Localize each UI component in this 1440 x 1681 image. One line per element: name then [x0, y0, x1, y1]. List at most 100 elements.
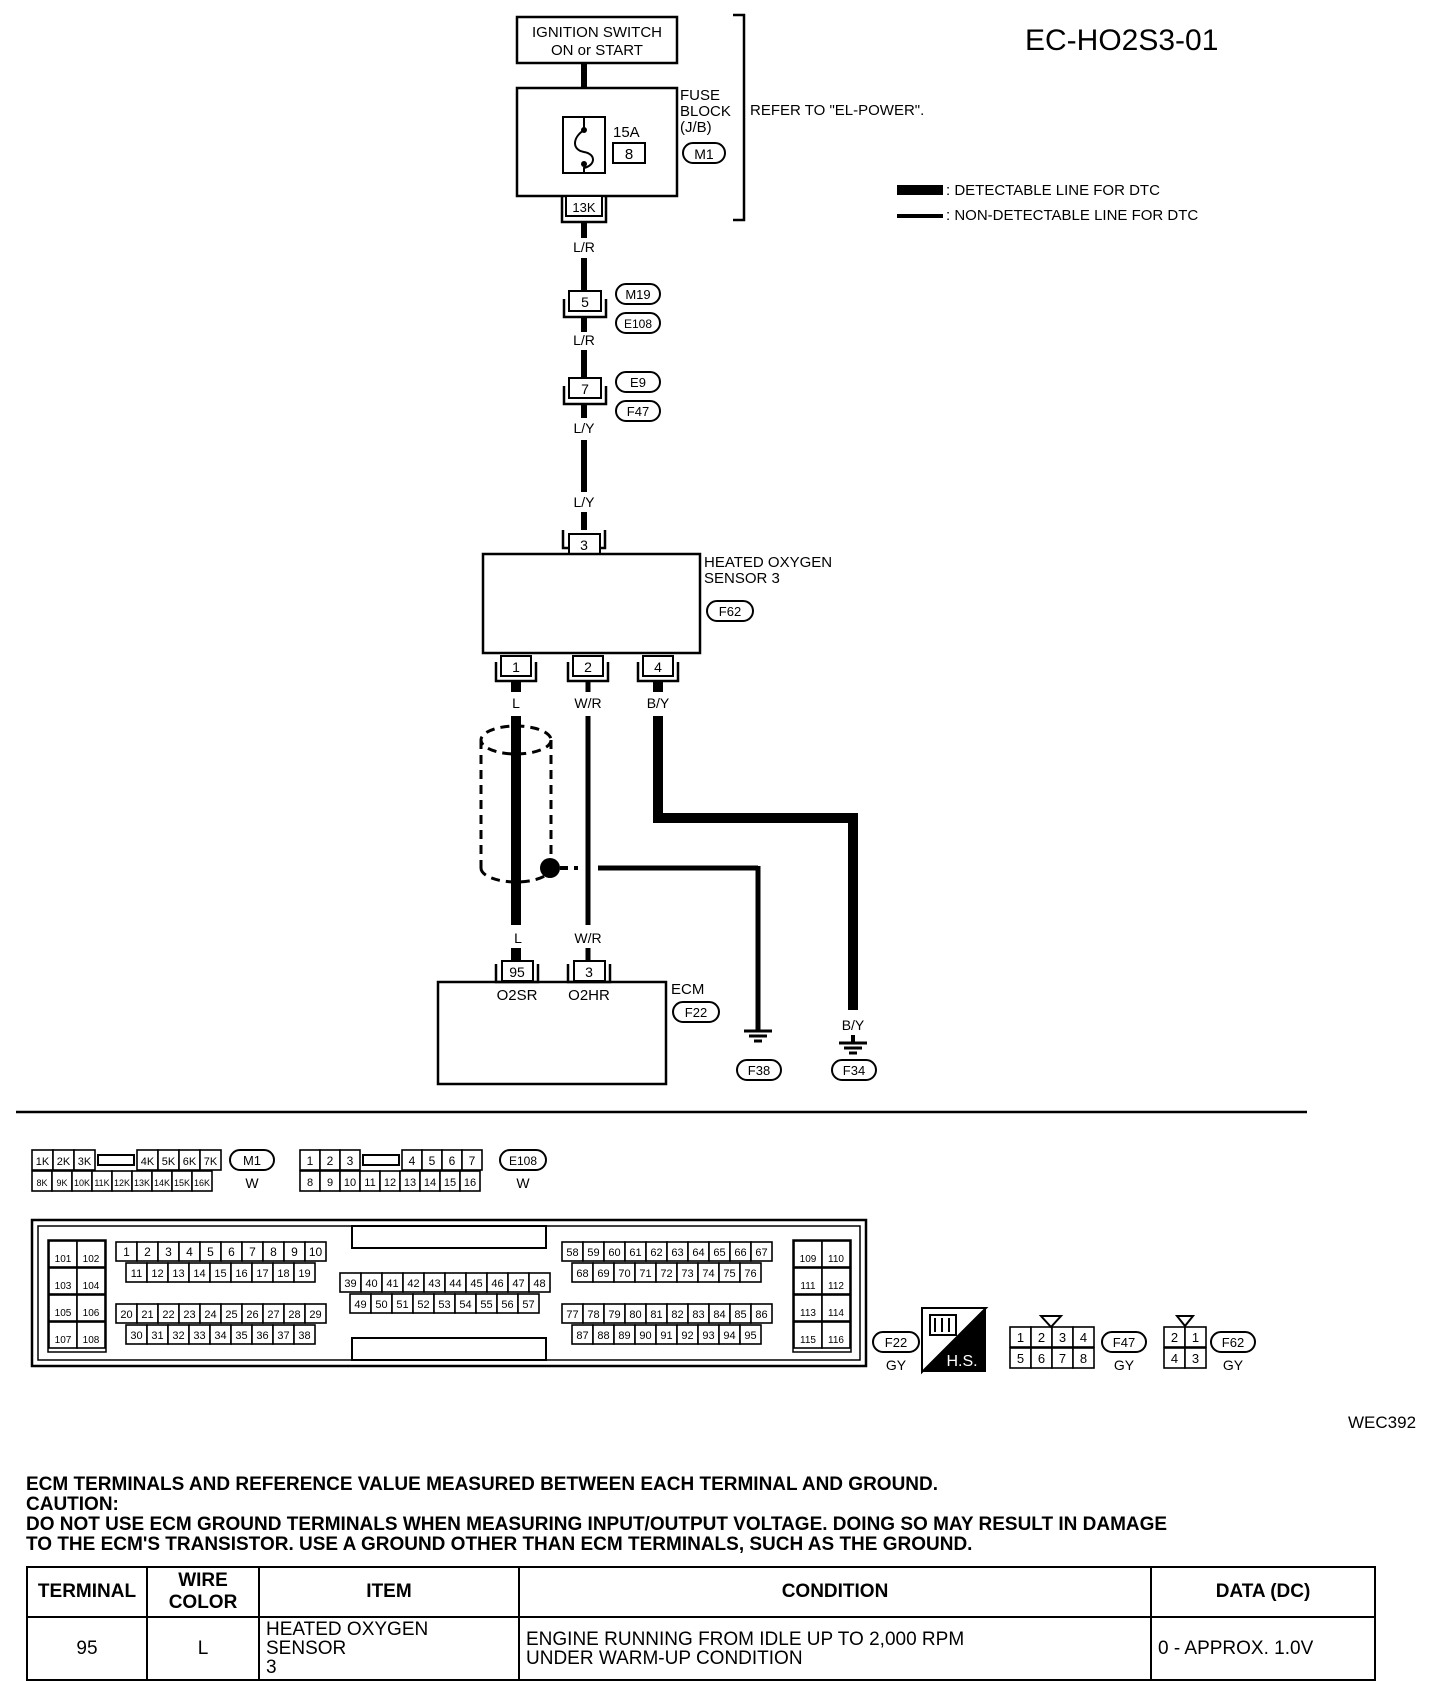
f22-pin-label: 112	[828, 1281, 844, 1292]
m1-row1-key	[97, 1154, 135, 1166]
connector-f47-id: F47	[1113, 1335, 1135, 1350]
e108-row2-pin-label: 10	[344, 1177, 356, 1189]
wire-label-wr-top: W/R	[574, 695, 601, 711]
f22-pin-label: 86	[755, 1309, 767, 1321]
f22-pin-label: 79	[608, 1309, 620, 1321]
f22-pin-label: 105	[55, 1308, 72, 1319]
f47-row1-pin-label: 4	[1080, 1330, 1087, 1345]
sensor-connector: F62	[719, 604, 741, 619]
cell-item-line-1: HEATED OXYGEN SENSOR	[266, 1619, 429, 1659]
f22-pin	[48, 1321, 78, 1349]
f22-pin-label: 26	[246, 1309, 258, 1321]
table-header-row: TERMINAL WIRE COLOR ITEM CONDITION DATA …	[26, 1566, 1376, 1618]
f22-pin-label: 8	[270, 1245, 277, 1259]
f22-pin-label: 5	[207, 1245, 214, 1259]
refer-note: REFER TO "EL-POWER".	[750, 102, 924, 119]
m1-row2-pin-label: 13K	[134, 1178, 150, 1188]
e108-row2-pin-label: 13	[404, 1177, 416, 1189]
fuse-block-label-2: BLOCK	[680, 103, 731, 120]
f22-pin	[821, 1267, 851, 1295]
e108-row2-pin-label: 9	[327, 1177, 333, 1189]
m1-row1-pin-label: 3K	[78, 1156, 92, 1168]
f22-pin-label: 55	[480, 1299, 492, 1311]
f22-pin-label: 115	[800, 1335, 816, 1346]
f22-pin-label: 52	[417, 1299, 429, 1311]
m1-row2-pin-label: 12K	[114, 1178, 130, 1188]
f22-pin	[293, 1262, 316, 1283]
ecm-notes: ECM TERMINALS AND REFERENCE VALUE MEASUR…	[26, 1475, 1396, 1555]
e108-row1-pin-label: 5	[429, 1154, 436, 1168]
e108-row1-pin-label: 7	[469, 1154, 476, 1168]
e108-row1-pin	[461, 1149, 483, 1171]
f62-row2-pin-label: 3	[1192, 1351, 1199, 1366]
f22-pin-label: 60	[608, 1247, 620, 1259]
f22-pin-label: 24	[204, 1309, 216, 1321]
f47-row1-pin	[1072, 1326, 1095, 1348]
f22-pin	[293, 1324, 316, 1345]
f22-pin-label: 74	[702, 1268, 714, 1280]
wire-label-lr-1: L/R	[573, 239, 595, 255]
m1-row2-pin-label: 11K	[94, 1178, 109, 1188]
f22-pin-label: 31	[151, 1330, 163, 1342]
f22-pin-label: 73	[681, 1268, 693, 1280]
f22-pin-label: 30	[130, 1330, 142, 1342]
legend-detectable: : DETECTABLE LINE FOR DTC	[946, 182, 1160, 199]
f22-pin-label: 70	[618, 1268, 630, 1280]
f22-pin	[739, 1324, 762, 1345]
ground-f38: F38	[736, 1029, 782, 1081]
f22-pin-label: 82	[671, 1309, 683, 1321]
e108-row2-pin-label: 16	[464, 1177, 476, 1189]
connector-m1-color: W	[245, 1175, 259, 1191]
f22-pin-label: 77	[566, 1309, 578, 1321]
e108-row1-pin	[339, 1149, 361, 1171]
e108-row2-pin-label: 11	[364, 1177, 375, 1189]
e108-row1-pin-label: 3	[347, 1154, 354, 1168]
e108-row1-pin-label: 4	[409, 1154, 416, 1168]
e108-row1-pin-label: 2	[327, 1154, 334, 1168]
fuse-terminal: 13K	[572, 200, 595, 215]
fuse-rating: 15A	[613, 124, 640, 141]
f22-pin-label: 88	[597, 1330, 609, 1342]
cell-condition-line-2: UNDER WARM-UP CONDITION	[526, 1647, 803, 1669]
f22-pin	[76, 1321, 106, 1349]
ecm-pin-3: 3	[585, 964, 593, 980]
f22-pin	[793, 1294, 823, 1322]
f22-pin-label: 7	[249, 1245, 256, 1259]
f22-pin-label: 103	[55, 1281, 72, 1292]
wire-label-ly-2: L/Y	[573, 494, 595, 510]
sensor-pin-2: 2	[584, 659, 592, 675]
f22-pin-label: 36	[256, 1330, 268, 1342]
cell-item: HEATED OXYGEN SENSOR 3	[258, 1616, 520, 1681]
m1-row2-pin-label: 9K	[56, 1178, 67, 1188]
ground-f34-label: F34	[843, 1063, 865, 1078]
connector-m1-id: M1	[243, 1153, 261, 1168]
f22-pin-label: 9	[291, 1245, 298, 1259]
f22-pin-label: 54	[459, 1299, 471, 1311]
legend-non-detectable: : NON-DETECTABLE LINE FOR DTC	[946, 207, 1198, 224]
f22-pin-label: 22	[162, 1309, 174, 1321]
fuse-block-label-3: (J/B)	[680, 119, 712, 136]
f22-pin-label: 64	[692, 1247, 704, 1259]
f22-pin-label: 13	[172, 1268, 184, 1280]
f22-pin-label: 21	[141, 1309, 153, 1321]
header-data: DATA (DC)	[1150, 1566, 1376, 1618]
wire-label-by-top: B/Y	[647, 695, 670, 711]
joint-connector-m19: M19	[625, 287, 650, 302]
f22-pin-label: 15	[214, 1268, 226, 1280]
f22-pin-label: 47	[512, 1278, 524, 1290]
m1-row1-pin-label: 7K	[204, 1156, 218, 1168]
image-reference: WEC392	[1348, 1413, 1416, 1432]
f22-pin-label: 46	[491, 1278, 503, 1290]
f22-pin-label: 23	[183, 1309, 195, 1321]
f22-pin-label: 10	[309, 1245, 323, 1259]
f22-pin-label: 85	[734, 1309, 746, 1321]
joint-connector-f47: F47	[627, 404, 649, 419]
joint-pin-5: 5	[581, 294, 589, 310]
cell-data: 0 - APPROX. 1.0V	[1150, 1616, 1376, 1681]
f22-pin-label: 51	[396, 1299, 408, 1311]
sensor-label-2: SENSOR 3	[704, 570, 780, 587]
f22-pin-label: 25	[225, 1309, 237, 1321]
